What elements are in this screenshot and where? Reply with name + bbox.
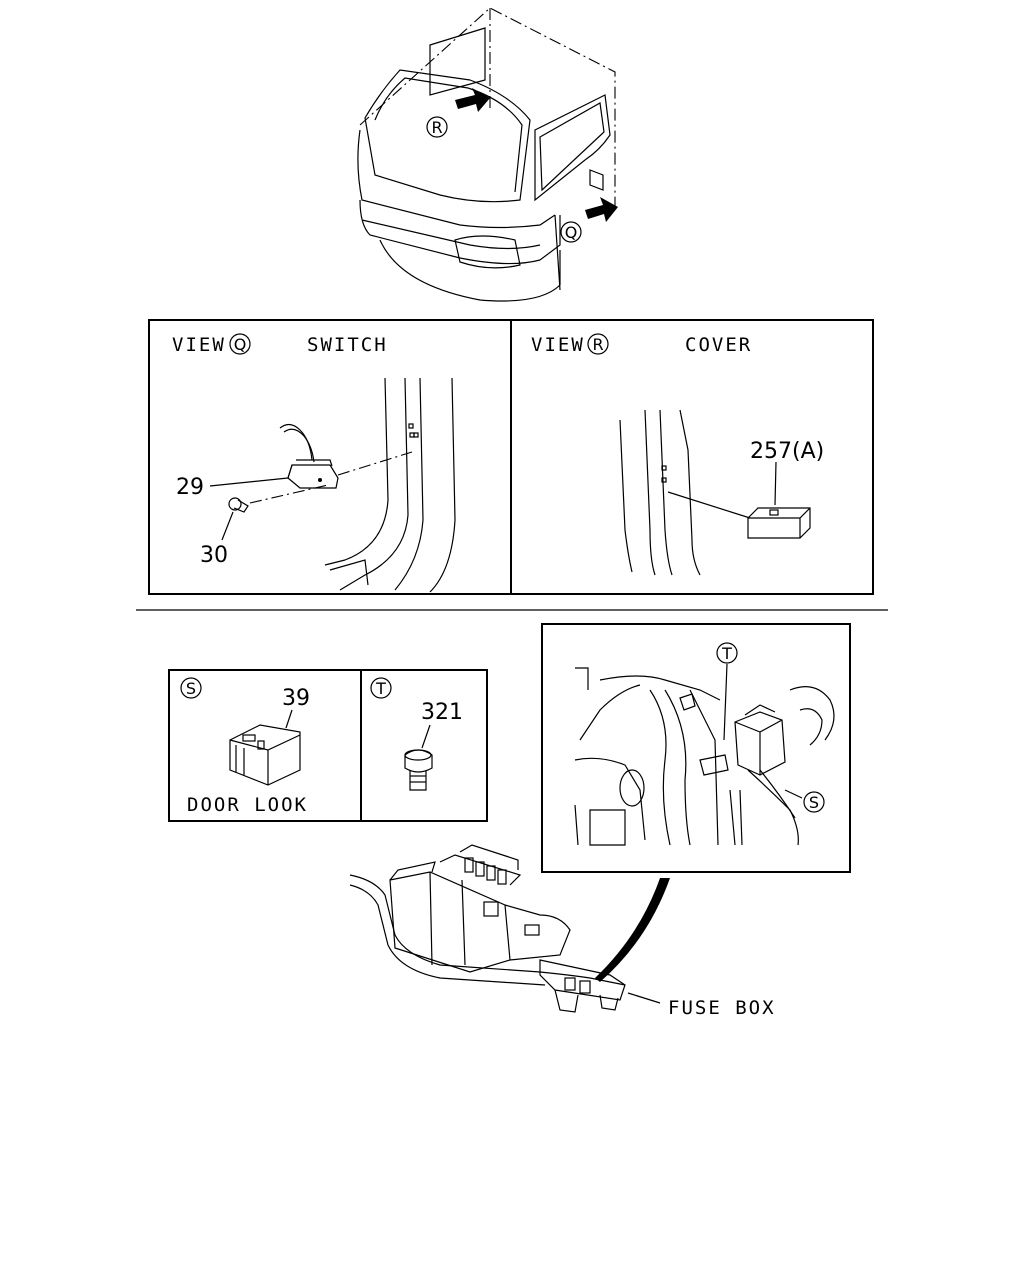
- marker-r: R: [431, 118, 442, 137]
- box-s-marker: S: [186, 679, 196, 698]
- part-257a-label: 257(A): [750, 439, 824, 464]
- parts-box-frame: [168, 669, 488, 822]
- view-q-switch-panel: VIEW Q SWITCH 29 30: [172, 333, 456, 593]
- box-t-clip: T 321: [370, 677, 463, 791]
- part-39-label: 39: [282, 686, 310, 711]
- detail-frame: [541, 623, 851, 873]
- view-q-prefix: VIEW: [172, 334, 226, 356]
- fuse-box-label: FUSE BOX: [668, 997, 776, 1019]
- part-30-label: 30: [200, 543, 228, 568]
- view-q-marker: Q: [234, 335, 247, 354]
- view-r-prefix: VIEW: [531, 334, 585, 356]
- view-r-cover-panel: VIEW R COVER 257(A): [531, 333, 824, 576]
- view-r-title: COVER: [685, 334, 752, 356]
- box-t-marker: T: [375, 679, 386, 698]
- part-29-label: 29: [176, 475, 204, 500]
- marker-q: Q: [565, 223, 578, 242]
- box-s-door-look: S 39 DOOR LOOK: [180, 677, 310, 816]
- view-q-title: SWITCH: [307, 334, 388, 356]
- detail-marker-s: S: [809, 793, 819, 812]
- part-321-label: 321: [421, 700, 463, 725]
- truck-cab-illustration: R Q: [357, 7, 618, 302]
- door-look-caption: DOOR LOOK: [187, 794, 308, 816]
- detail-pointer: [595, 878, 670, 982]
- fuse-box-illustration: FUSE BOX: [349, 844, 776, 1019]
- detail-marker-t: T: [721, 644, 732, 663]
- view-r-marker: R: [592, 335, 603, 354]
- detail-interior-illustration: T S: [574, 642, 835, 846]
